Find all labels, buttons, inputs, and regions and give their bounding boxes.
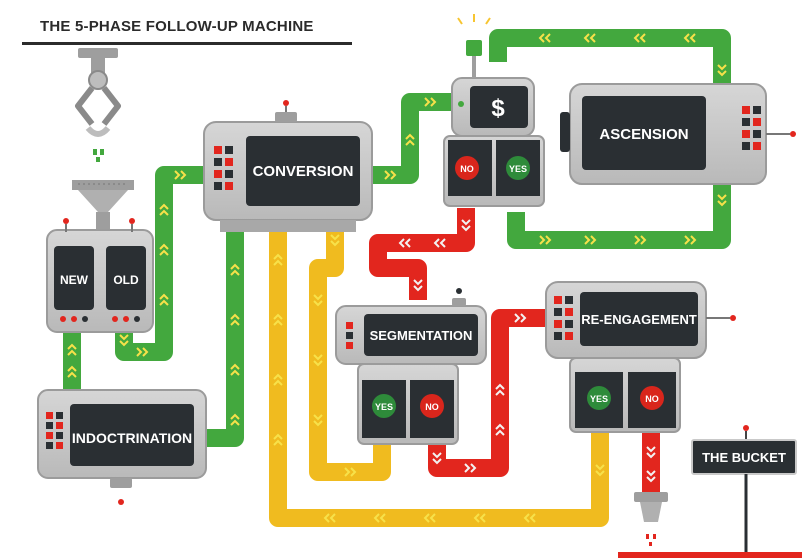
arrow-icon xyxy=(273,313,283,326)
arrow-icon xyxy=(595,464,605,477)
title-underline xyxy=(22,42,352,45)
arrow-icon xyxy=(432,452,442,465)
pipe-conversion-to-segmentation xyxy=(309,222,391,481)
new-button: NEW xyxy=(60,273,89,287)
arrow-icon xyxy=(514,313,527,323)
segmentation-no-button: NO xyxy=(425,402,439,412)
arrow-icon xyxy=(423,513,436,523)
arrow-icon xyxy=(683,33,696,43)
arrow-icon xyxy=(538,33,551,43)
arrow-icon xyxy=(384,170,397,180)
arrow-icon xyxy=(464,463,477,473)
pipe-conversion-to-payment xyxy=(370,93,452,184)
arrow-icon xyxy=(273,433,283,446)
arrow-icon xyxy=(273,373,283,386)
arrow-icon xyxy=(634,235,647,245)
machine-conversion xyxy=(203,100,373,232)
arrow-icon xyxy=(159,243,169,256)
claw-icon xyxy=(75,48,121,162)
arrow-icon xyxy=(584,235,597,245)
arrow-icon xyxy=(67,343,77,356)
arrow-icon xyxy=(461,219,471,232)
reengagement-label: RE-ENGAGEMENT xyxy=(581,312,697,327)
arrow-icon xyxy=(583,33,596,43)
segmentation-yes-button: YES xyxy=(375,402,393,412)
arrow-icon xyxy=(344,467,357,477)
signal-light-icon xyxy=(214,146,233,190)
arrow-icon xyxy=(323,513,336,523)
new-old-sorter xyxy=(46,218,154,333)
arrow-icon xyxy=(174,170,187,180)
reengagement-no-button: NO xyxy=(645,394,659,404)
indoctrination-label: INDOCTRINATION xyxy=(72,430,192,446)
arrow-icon xyxy=(495,423,505,436)
arrow-icon xyxy=(330,234,340,247)
pipe-segmentation-no-to-reengagement xyxy=(428,309,548,477)
reengagement-yes-button: YES xyxy=(590,394,608,404)
arrow-icon xyxy=(717,64,727,77)
arrow-icon xyxy=(67,365,77,378)
arrow-icon xyxy=(646,446,656,459)
arrow-icon xyxy=(230,413,240,426)
arrow-icon xyxy=(136,347,149,357)
arrow-icon xyxy=(433,238,446,248)
arrow-icon xyxy=(424,97,437,107)
arrow-icon xyxy=(230,363,240,376)
pipe-indoctrination-to-conversion xyxy=(205,220,244,447)
machine-segmentation xyxy=(335,288,487,445)
dollar-sign-icon: $ xyxy=(491,95,505,122)
arrow-icon xyxy=(405,133,415,146)
machine-payment xyxy=(443,14,545,207)
conversion-label: CONVERSION xyxy=(253,163,354,180)
machine-indoctrination xyxy=(37,389,207,505)
bucket-sign xyxy=(618,425,802,558)
drain-nozzle xyxy=(634,492,668,546)
arrow-icon xyxy=(684,235,697,245)
signal-light-icon xyxy=(46,412,63,449)
arrow-icon xyxy=(119,334,129,347)
arrow-icon xyxy=(495,383,505,396)
arrow-icon xyxy=(523,513,536,523)
arrow-icon xyxy=(313,354,323,367)
arrow-icon xyxy=(473,513,486,523)
arrow-icon xyxy=(159,293,169,306)
arrow-icon xyxy=(633,33,646,43)
payment-yes-button: YES xyxy=(509,164,527,174)
arrow-icon xyxy=(159,203,169,216)
arrow-icon xyxy=(313,294,323,307)
machine-ascension xyxy=(560,83,796,185)
arrow-icon xyxy=(413,279,423,292)
arrow-icon xyxy=(373,513,386,523)
old-button: OLD xyxy=(113,273,139,287)
arrow-icon xyxy=(313,414,323,427)
signal-light-icon xyxy=(742,106,761,150)
page-title: THE 5-PHASE FOLLOW-UP MACHINE xyxy=(40,18,314,35)
payment-no-button: NO xyxy=(460,164,474,174)
ascension-label: ASCENSION xyxy=(599,126,688,143)
arrow-icon xyxy=(398,238,411,248)
arrow-icon xyxy=(230,263,240,276)
machine-reengagement xyxy=(545,281,736,433)
arrow-icon xyxy=(273,253,283,266)
bucket-label: THE BUCKET xyxy=(702,450,786,465)
segmentation-label: SEGMENTATION xyxy=(370,328,473,343)
arrow-icon xyxy=(230,313,240,326)
arrow-icon xyxy=(717,194,727,207)
arrow-icon xyxy=(539,235,552,245)
arrow-icon xyxy=(646,470,656,483)
signal-light-icon xyxy=(554,296,573,340)
pipe-arrows xyxy=(67,33,727,523)
pipe-payment-no-to-segmentation xyxy=(369,208,475,300)
